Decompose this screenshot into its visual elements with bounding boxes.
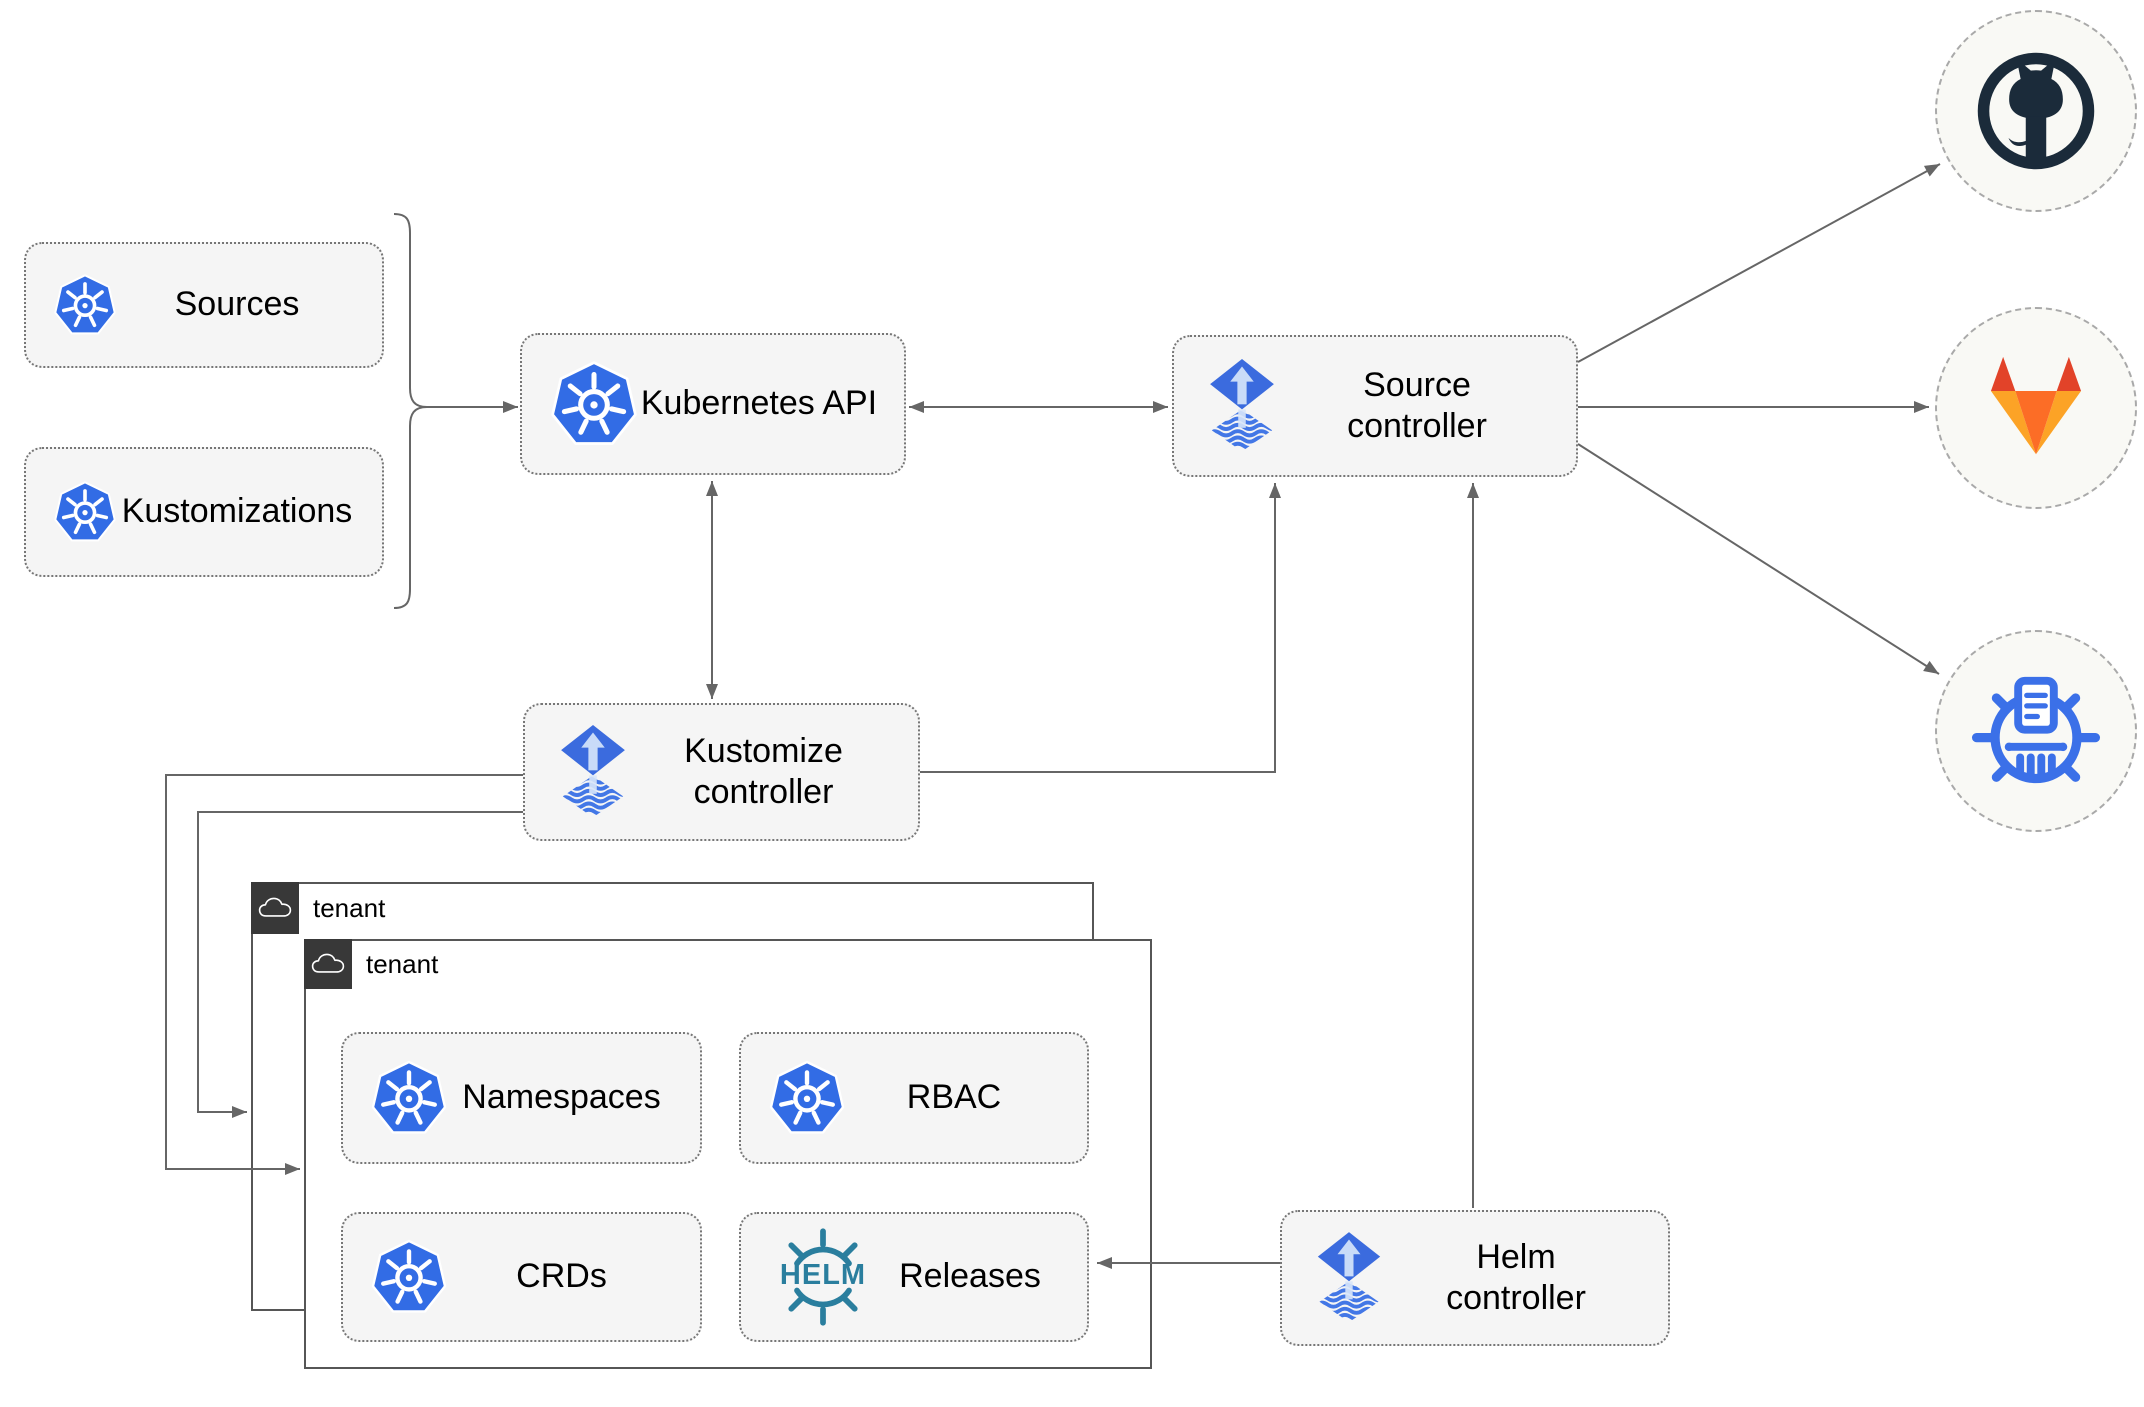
helm-logo-text: HELM: [779, 1259, 867, 1292]
remote-chartmuseum: [1935, 630, 2137, 832]
cloud-icon: [311, 952, 345, 976]
node-label: Kustomize controller: [684, 731, 843, 811]
node-label: CRDs: [516, 1257, 607, 1296]
node-source-controller: Source controller: [1172, 335, 1578, 477]
node-label: Kubernetes API: [640, 384, 878, 423]
node-kubernetes-api: Kubernetes API: [520, 333, 906, 475]
node-label: Helm controller: [1446, 1237, 1586, 1317]
kubernetes-icon: [52, 479, 118, 545]
node-rbac: RBAC: [739, 1032, 1089, 1164]
github-icon: [1972, 47, 2100, 175]
remote-github: [1935, 10, 2137, 212]
node-kustomizations: Kustomizations: [24, 447, 384, 577]
kubernetes-icon: [52, 272, 118, 338]
gitlab-icon: [1975, 352, 2097, 464]
kubernetes-icon: [767, 1058, 847, 1138]
flux-icon: [551, 725, 635, 819]
node-crds: CRDs: [341, 1212, 702, 1342]
edge-source-to-github: [1577, 163, 1941, 363]
edge-kustomize-to-source: [920, 483, 1281, 773]
kubernetes-icon: [548, 358, 640, 450]
brace-sources-group: [393, 213, 428, 609]
kubernetes-icon: [369, 1058, 449, 1138]
cloud-icon: [258, 896, 292, 920]
node-helm-controller: Helm controller: [1280, 1210, 1670, 1346]
node-label: RBAC: [906, 1078, 1002, 1117]
flux-icon: [1200, 359, 1284, 453]
tenant-outer-label: tenant: [313, 892, 386, 923]
tenant-inner-tab: [304, 939, 352, 989]
remote-gitlab: [1935, 307, 2137, 509]
node-label: Source controller: [1347, 365, 1487, 445]
chartmuseum-icon: [1970, 665, 2102, 797]
node-kustomize-controller: Kustomize controller: [523, 703, 920, 841]
node-label: Kustomizations: [121, 492, 353, 531]
node-sources: Sources: [24, 242, 384, 368]
node-label: Namespaces: [462, 1078, 661, 1117]
tenant-inner-label: tenant: [366, 948, 439, 979]
node-label: Sources: [174, 285, 300, 324]
tenant-outer-tab: [251, 882, 299, 934]
node-releases: HELM Releases: [739, 1212, 1089, 1342]
node-label: Releases: [899, 1257, 1041, 1296]
flux-icon: [1308, 1232, 1390, 1324]
kubernetes-icon: [369, 1237, 449, 1317]
edge-source-to-chartmuseum: [1577, 443, 1940, 675]
helm-icon: HELM: [767, 1225, 879, 1329]
node-namespaces: Namespaces: [341, 1032, 702, 1164]
